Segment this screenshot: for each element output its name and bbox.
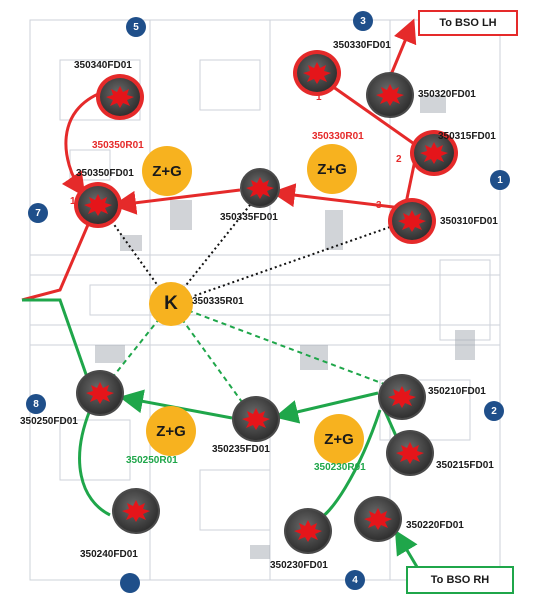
step-label-3: 3	[376, 200, 382, 211]
red-flow-340-to-350	[61, 90, 104, 197]
burst-icon	[396, 442, 424, 464]
station-zg-upper-right: Z+G	[307, 144, 357, 194]
node-350335[interactable]	[240, 168, 280, 208]
burst-icon	[388, 386, 416, 408]
zone-badge-4: 4	[345, 570, 365, 590]
label-350350: 350350FD01	[76, 168, 134, 179]
burst-icon	[364, 508, 392, 530]
burst-icon	[398, 210, 426, 232]
station-zg-lower-right: Z+G	[314, 414, 364, 464]
k-link-350335	[170, 189, 263, 305]
node-350350[interactable]	[74, 182, 122, 228]
label-350310: 350310FD01	[440, 216, 498, 227]
label-350250: 350250FD01	[20, 416, 78, 427]
burst-icon	[246, 177, 274, 199]
zone-badge-3: 3	[353, 11, 373, 31]
node-350250[interactable]	[76, 370, 124, 416]
label-350330r01: 350330R01	[312, 131, 364, 142]
burst-icon	[86, 382, 114, 404]
node-350220[interactable]	[354, 496, 402, 542]
burst-icon	[376, 84, 404, 106]
green-flow-250-to-240	[78, 409, 111, 517]
node-350340[interactable]	[96, 74, 144, 120]
label-350315: 350315FD01	[438, 131, 496, 142]
zone-badge-1: 1	[490, 170, 510, 190]
callout-bso-lh: To BSO LH	[418, 10, 518, 36]
label-350220: 350220FD01	[406, 520, 464, 531]
red-flow-335-to-350	[112, 188, 241, 215]
k-link-350210	[170, 303, 401, 391]
burst-icon	[84, 194, 112, 216]
label-350350r01: 350350R01	[92, 140, 144, 151]
burst-icon	[106, 86, 134, 108]
label-350330: 350330FD01	[333, 40, 391, 51]
zone-badge-7: 7	[28, 203, 48, 223]
node-350215[interactable]	[386, 430, 434, 476]
k-link-350310	[170, 219, 411, 305]
green-flow-210-to-235	[274, 391, 379, 424]
station-zg-upper-left: Z+G	[142, 146, 192, 196]
burst-icon	[303, 62, 331, 84]
burst-icon	[242, 408, 270, 430]
label-350215: 350215FD01	[436, 460, 494, 471]
node-350230[interactable]	[284, 508, 332, 554]
step-label-left: 1	[70, 196, 76, 207]
node-350310[interactable]	[388, 198, 436, 244]
step-label-2: 2	[396, 154, 402, 165]
station-zg-lower-left: Z+G	[146, 406, 196, 456]
label-350335r01: 350335R01	[192, 296, 244, 307]
label-350230r01: 350230R01	[314, 462, 366, 473]
label-350335: 350335FD01	[220, 212, 278, 223]
zone-badge-8: 8	[26, 394, 46, 414]
station-k: K	[149, 282, 193, 326]
zone-badge-bottom	[120, 573, 140, 593]
red-flow-350-exit	[21, 219, 92, 302]
burst-icon	[294, 520, 322, 542]
label-350230: 350230FD01	[270, 560, 328, 571]
node-350315[interactable]	[410, 130, 458, 176]
label-350210: 350210FD01	[428, 386, 486, 397]
burst-icon	[420, 142, 448, 164]
label-350240: 350240FD01	[80, 549, 138, 560]
green-flow-from-bso-rh	[394, 529, 422, 573]
label-350320: 350320FD01	[418, 89, 476, 100]
node-350240[interactable]	[112, 488, 160, 534]
green-flow-entry	[22, 298, 90, 381]
label-350235: 350235FD01	[212, 444, 270, 455]
node-350320[interactable]	[366, 72, 414, 118]
zone-badge-5: 5	[126, 17, 146, 37]
node-350330[interactable]	[293, 50, 341, 96]
zone-badge-2: 2	[484, 401, 504, 421]
node-350235[interactable]	[232, 396, 280, 442]
burst-icon	[122, 500, 150, 522]
label-350340: 350340FD01	[74, 60, 132, 71]
step-label-1: 1	[316, 92, 322, 103]
callout-bso-rh: To BSO RH	[406, 566, 514, 594]
label-350250r01: 350250R01	[126, 455, 178, 466]
node-350210[interactable]	[378, 374, 426, 420]
